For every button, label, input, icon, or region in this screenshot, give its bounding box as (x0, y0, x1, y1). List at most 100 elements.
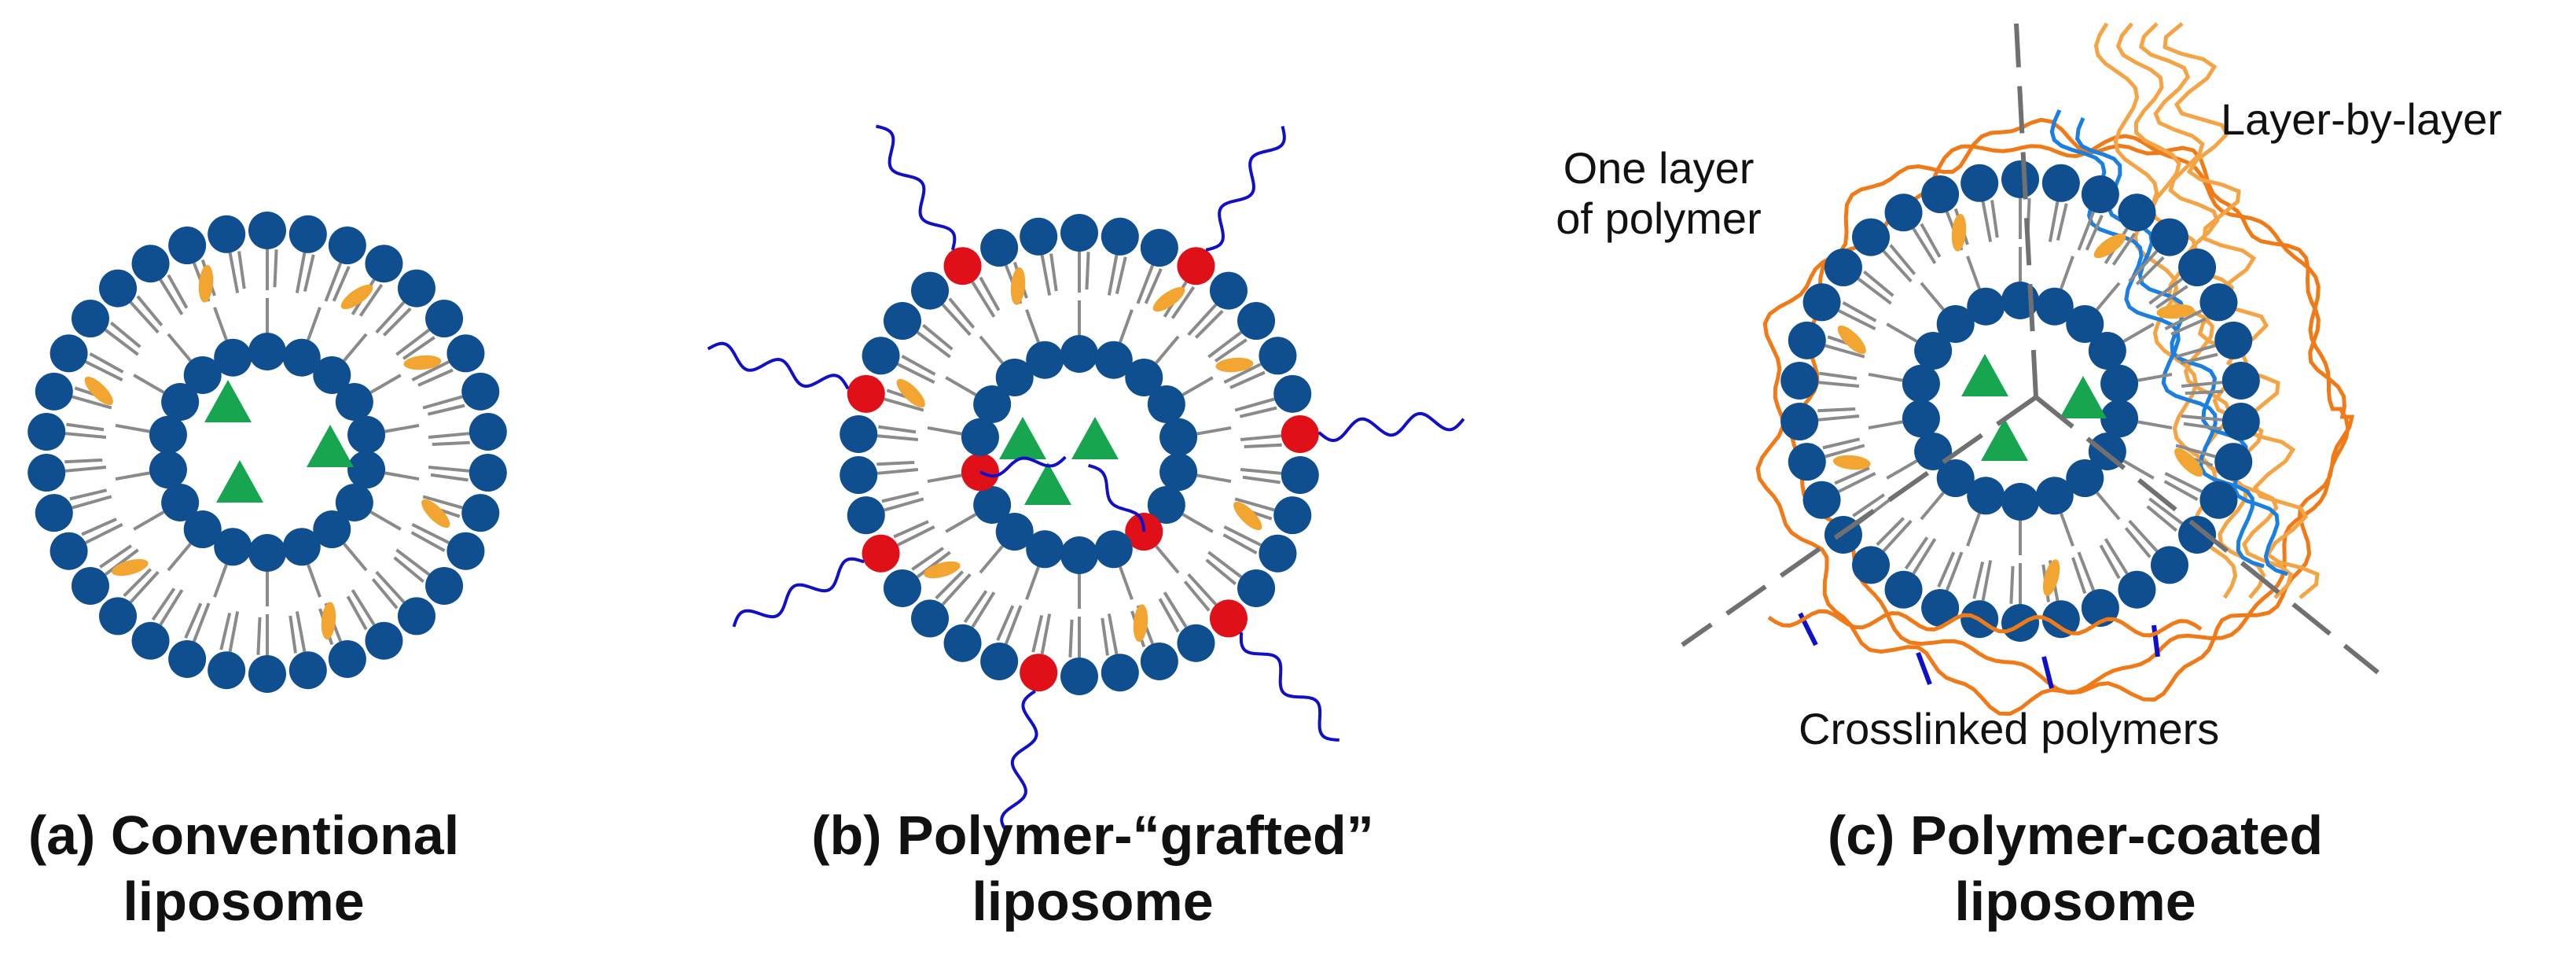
lipid-tail (1966, 256, 1981, 289)
lipid-tail (1886, 322, 1918, 343)
lipid-head (313, 510, 351, 549)
lipid-tail (307, 307, 322, 341)
lipid-head (973, 486, 1012, 524)
lipid-tail (1904, 536, 1929, 570)
lipid-head (461, 494, 500, 532)
lipid-head (840, 456, 878, 495)
lipid-tail (72, 395, 112, 410)
lipid-tail (1040, 613, 1052, 654)
lipid-tail (1240, 434, 1282, 441)
grafted-lipid-head (943, 247, 982, 285)
lipid-tail (85, 523, 123, 544)
lipid-tail (64, 458, 103, 464)
cholesterol (112, 558, 149, 576)
lipid-head (1967, 477, 2005, 515)
lipid-tail (2099, 544, 2121, 580)
lipid-tail (410, 531, 446, 553)
lipid-tail (1876, 517, 1905, 547)
lipid-tail (343, 333, 368, 362)
crosslink (2152, 624, 2160, 657)
lipid-head (2001, 160, 2039, 198)
lipid-tail (228, 611, 240, 652)
lipid-tail (901, 354, 936, 376)
lipid-tail (2060, 256, 2074, 289)
lipid-tail (295, 611, 307, 652)
lipid-head (2150, 546, 2188, 584)
cholesterol (1152, 286, 1185, 312)
lipid-tail (422, 495, 463, 510)
grafted-polymer-chain (707, 341, 850, 390)
lipid-tail (1187, 303, 1218, 337)
lipid-tail (2155, 285, 2188, 309)
lipid-tail (1181, 513, 1214, 533)
lipid-tail (115, 471, 150, 481)
lipid-tail (941, 573, 972, 606)
lipid-tail (358, 283, 384, 317)
lipid-head (248, 534, 286, 572)
cholesterol (2093, 233, 2126, 259)
lipid-tail (1144, 268, 1163, 304)
lipid-tail (884, 497, 924, 512)
lipid-tail (64, 432, 107, 439)
lipid-tail (876, 468, 919, 475)
lipid-head (1852, 218, 1891, 256)
grafted-polymer-chain (1317, 411, 1465, 443)
lipid-head (1902, 400, 1940, 438)
lipid-tail (273, 249, 278, 288)
lipid-head (365, 621, 403, 660)
lipid-tail (1825, 444, 1865, 459)
lipid-tail (2077, 551, 2096, 591)
lipid-tail (136, 295, 164, 326)
lipid-head (161, 484, 200, 521)
lipid-tail (417, 368, 454, 387)
conventional-liposome-drawing (28, 212, 507, 693)
lipid-tail (395, 548, 431, 576)
lipid-tail (427, 403, 465, 416)
lipid-tail (2060, 513, 2074, 547)
lipid-tail (428, 432, 470, 439)
divider-line (1681, 395, 2038, 647)
grafted-polymer-chain (732, 557, 865, 628)
lipid-tail (1196, 425, 1232, 436)
lipid-tail (2128, 249, 2159, 283)
lipid-head (248, 655, 286, 693)
lipid-head (1140, 229, 1178, 267)
lipid-head (943, 624, 982, 662)
lipid-tail (151, 588, 176, 621)
lipid-tail (1981, 560, 1993, 601)
lipid-head (2066, 304, 2104, 343)
lipid-tail (876, 460, 915, 466)
lipid-tail (1819, 371, 1858, 381)
lipid-head (2035, 287, 2074, 326)
cholesterol (421, 499, 450, 529)
lipid-tail (2111, 232, 2137, 266)
lipid-head (347, 451, 386, 489)
cholesterol (1233, 501, 1262, 531)
cholesterol (321, 602, 336, 640)
lipid-tail (167, 543, 192, 572)
lipid-tail (1194, 309, 1224, 339)
lipid-tail (1155, 335, 1180, 364)
lipid-head (1125, 358, 1163, 396)
lipid-head (2100, 400, 2139, 438)
lipid-tail (1868, 372, 1903, 382)
lipid-tail (2122, 459, 2155, 480)
lipid-tail (2137, 372, 2173, 382)
lipid-head (1147, 385, 1185, 423)
lipid-tail (1222, 533, 1258, 555)
lipid-tail (1842, 300, 1877, 322)
lipid-tail (927, 473, 962, 484)
lipid-head (365, 245, 403, 283)
caption-a: (a) Conventional liposome (0, 802, 487, 934)
lipid-tail (911, 547, 945, 571)
drug-triangle (1071, 417, 1119, 459)
lipid-head (2199, 283, 2238, 322)
lipid-tail (1912, 227, 1937, 264)
lipid-tail (1990, 200, 1999, 238)
lipid-tail (884, 397, 924, 412)
lipid-tail (948, 297, 976, 329)
grafted-polymer-chain (1000, 690, 1038, 835)
polymer-grafted-liposome-drawing (707, 124, 1465, 835)
lipid-tail (2164, 472, 2203, 493)
lipid-head (248, 333, 286, 370)
